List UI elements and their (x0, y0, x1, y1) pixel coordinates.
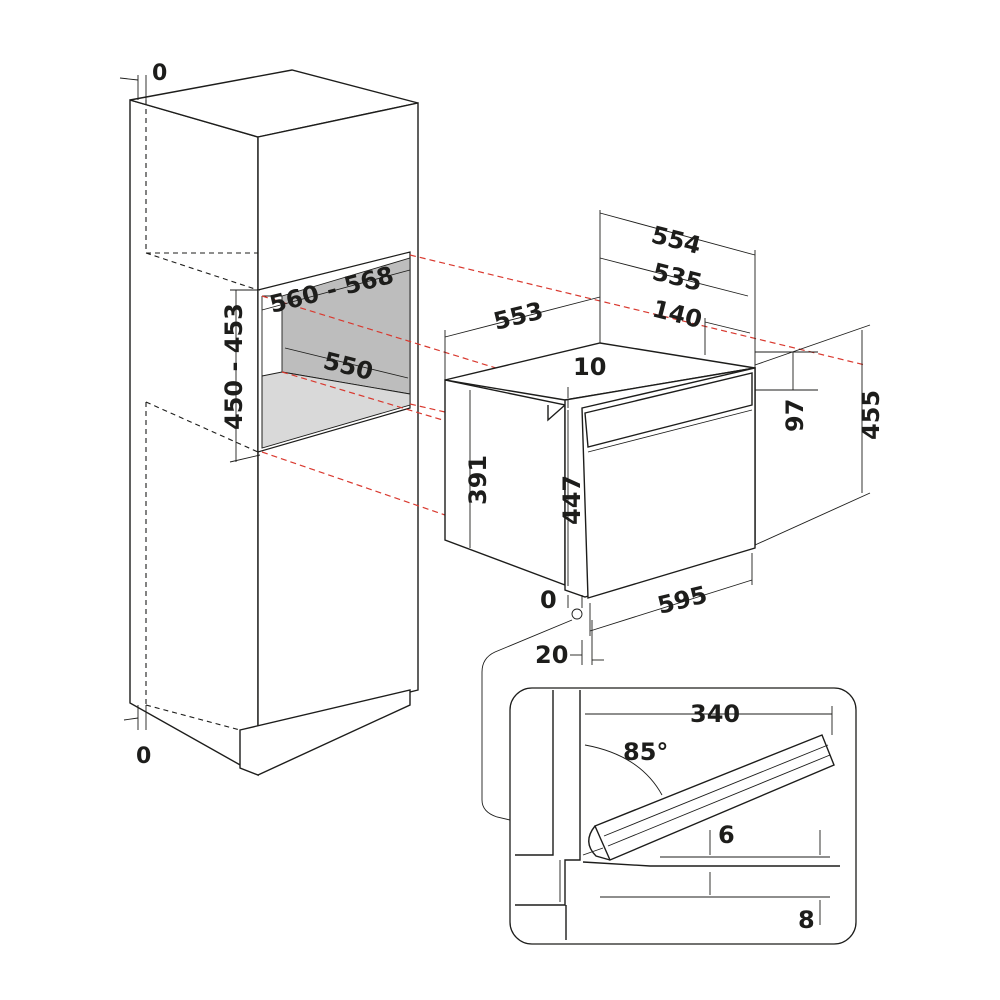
dim-door-angle (584, 744, 663, 796)
dim-front-width (589, 553, 753, 636)
niche-opening (257, 251, 411, 453)
gap-bottom-label: 8 (798, 906, 815, 934)
oven-rear-section-label: 140 (650, 295, 705, 334)
door-open-depth-label: 340 (690, 700, 740, 728)
dim-front-height (754, 324, 871, 546)
dim-oven-total-depth (599, 210, 756, 368)
dim-bottom-offset (567, 595, 583, 608)
dim-oven-body-depth-b (444, 296, 601, 338)
dim-oven-body-depth-a (599, 257, 749, 297)
dim-door-open-depth (585, 706, 833, 735)
dim-oven-rear-section (704, 318, 751, 355)
detail-door-open-view (509, 687, 857, 945)
cabinet-bottom-offset-label: 0 (136, 744, 151, 769)
oven-body (444, 342, 756, 599)
dim-cabinet-bottom-offset (123, 705, 147, 730)
oven-body-depth-b-label: 553 (491, 297, 546, 336)
dim-door-thickness (570, 620, 604, 665)
gap-top-label: 6 (718, 821, 735, 849)
zoom-callout (481, 608, 583, 821)
dim-niche-width (261, 269, 411, 311)
front-width-label: 595 (655, 581, 710, 620)
front-height-label: 455 (857, 390, 885, 440)
oven-body-depth-a-label: 535 (650, 258, 705, 297)
front-panel-offset-label: 10 (573, 353, 606, 381)
cabinet-top-offset-label: 0 (152, 61, 167, 86)
dim-niche-depth (284, 347, 409, 379)
control-panel-height-label: 97 (781, 399, 809, 432)
body-height-front-label: 447 (558, 475, 586, 525)
dim-niche-height (229, 289, 261, 463)
dim-gap-top (660, 830, 830, 858)
dim-control-panel-height (755, 351, 818, 391)
body-height-side-label: 391 (464, 455, 492, 505)
dim-cabinet-top-offset (119, 75, 147, 100)
door-angle-label: 85° (623, 738, 668, 766)
door-thickness-label: 20 (535, 641, 568, 669)
dim-gap-bottom (600, 872, 830, 925)
oven-total-depth-label: 554 (649, 221, 704, 260)
niche-height-label: 450 - 453 (220, 303, 248, 430)
bottom-offset-label: 0 (540, 586, 557, 614)
